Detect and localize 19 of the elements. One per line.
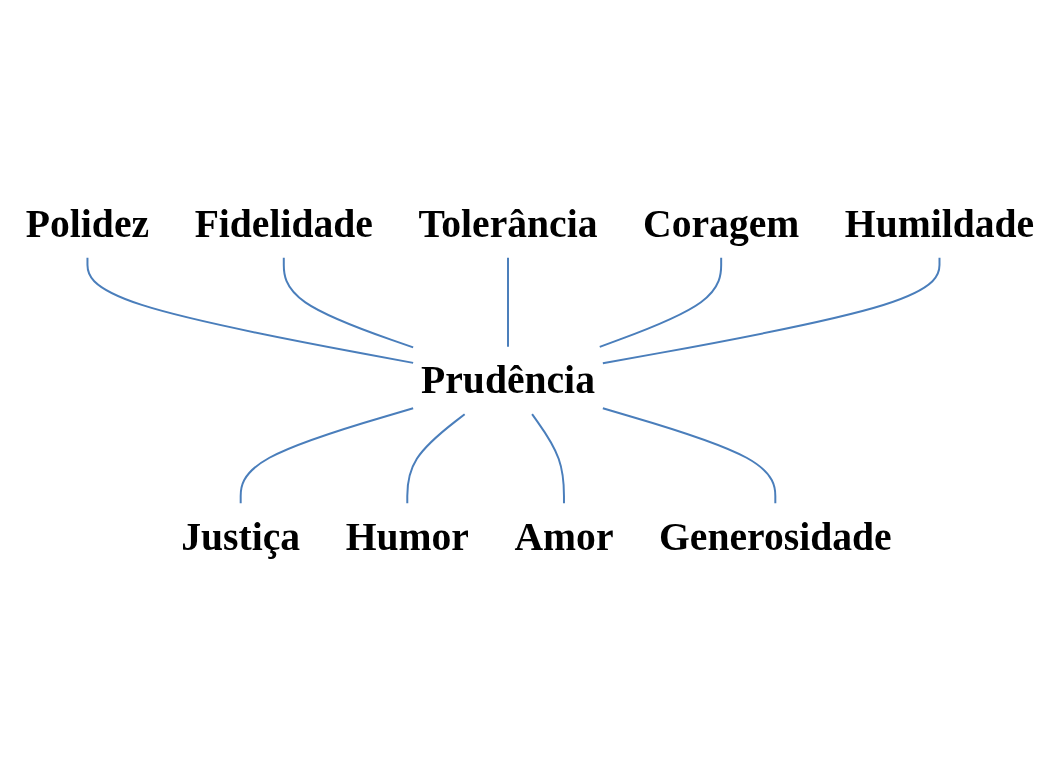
connector xyxy=(601,256,941,365)
node-text: Tolerância xyxy=(418,201,598,246)
node-text: Fidelidade xyxy=(194,201,373,246)
connector xyxy=(282,256,415,349)
connector xyxy=(507,256,509,348)
node-text: Humildade xyxy=(844,201,1035,246)
connector xyxy=(598,256,723,348)
node-text: Generosidade xyxy=(659,514,892,559)
node-text: Prudência xyxy=(421,357,595,403)
connector xyxy=(601,407,777,505)
connector xyxy=(531,413,565,505)
node-text: Coragem xyxy=(643,201,800,246)
node-text: Humor xyxy=(345,514,469,559)
connector xyxy=(239,407,415,505)
connector xyxy=(406,413,466,505)
node-text: Polidez xyxy=(25,201,150,246)
connector xyxy=(86,256,415,364)
node-text: Amor xyxy=(514,514,614,559)
node-text: Justiça xyxy=(181,514,301,559)
